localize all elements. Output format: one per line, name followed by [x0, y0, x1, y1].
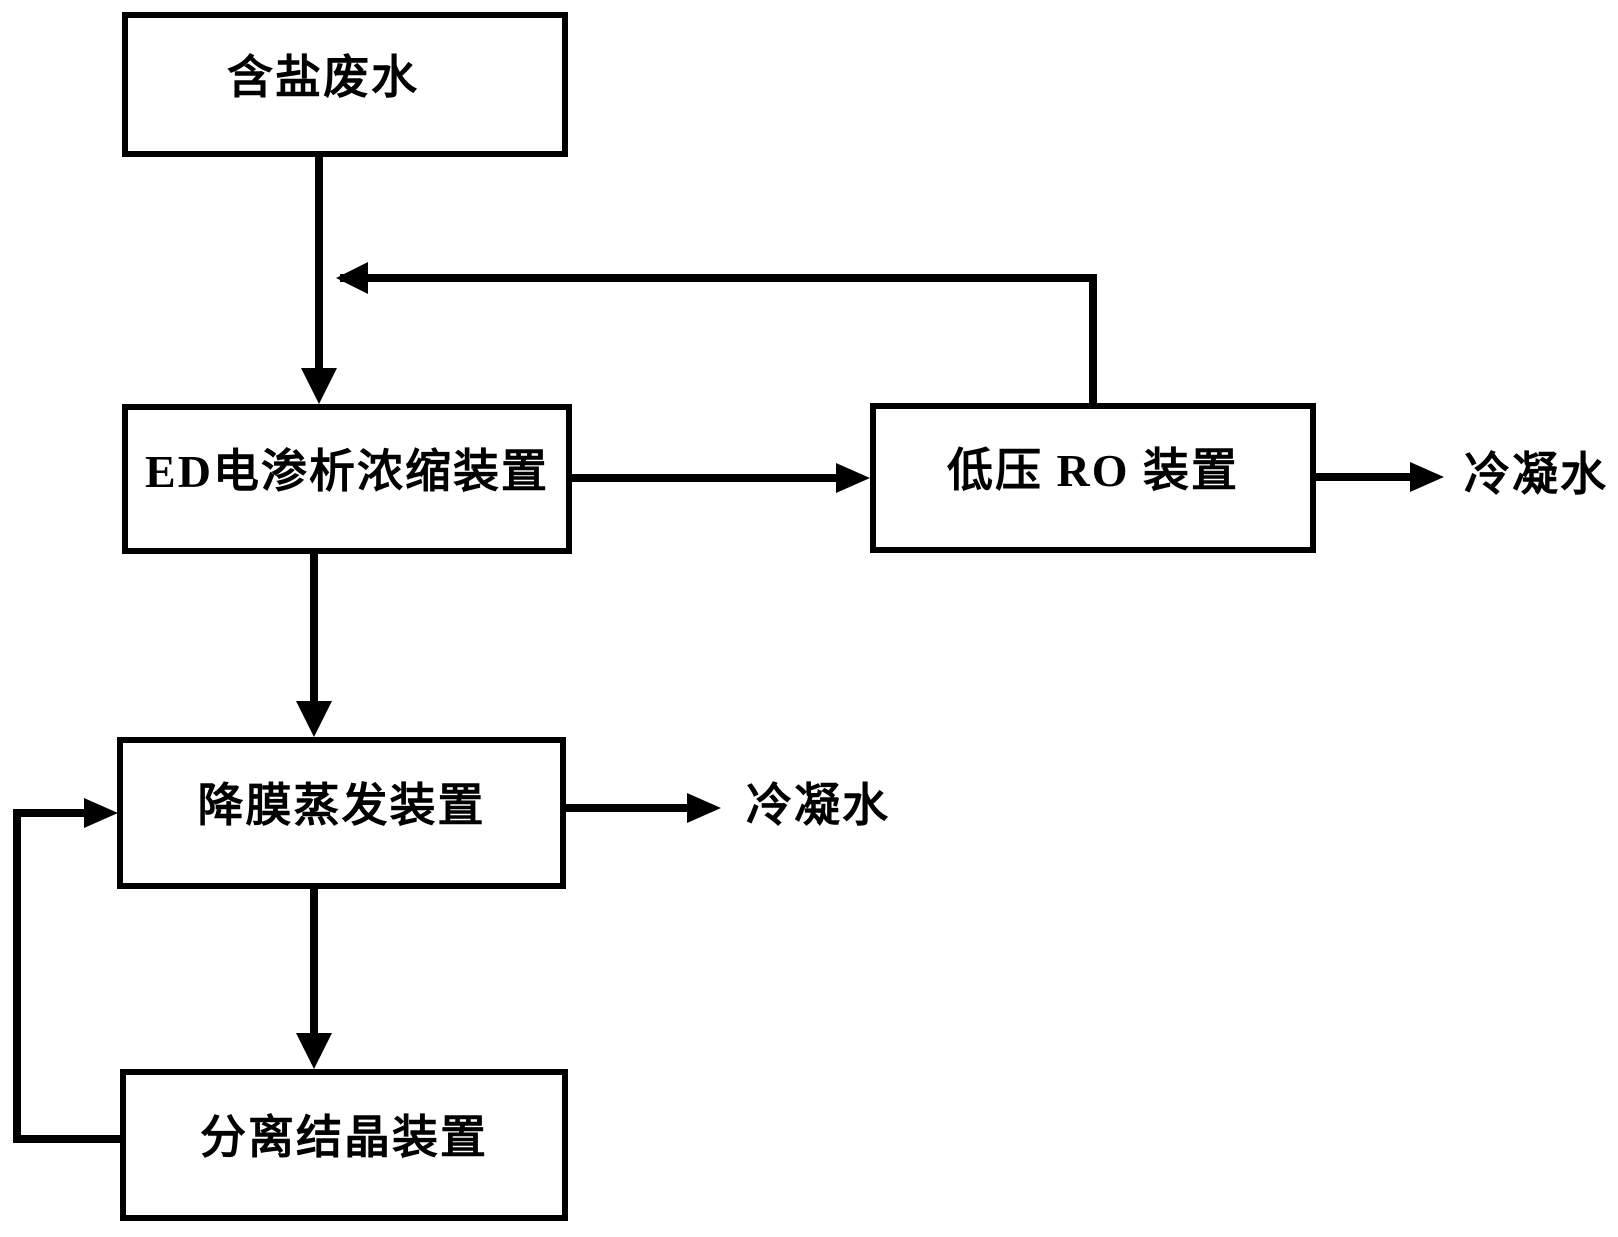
label-condensate-ro: 冷凝水: [1464, 449, 1608, 500]
node-falling-film-evaporator: 降膜蒸发装置: [117, 737, 566, 889]
arrowhead-saline-to-ed: [301, 368, 337, 404]
flow-line-crystallizer-recycle-vertical: [13, 809, 21, 1143]
arrowhead-ed-to-evaporator: [296, 701, 332, 737]
node-low-pressure-ro-unit-label: 低压 RO 装置: [947, 445, 1239, 496]
flow-line-ro-recycle-vertical: [1089, 274, 1097, 404]
node-saline-wastewater-label: 含盐废水: [227, 51, 419, 103]
flow-line-ro-to-condensate: [1313, 473, 1413, 481]
arrowhead-ed-to-ro: [836, 463, 870, 493]
node-ed-electrodialysis-unit: ED电渗析浓缩装置: [122, 404, 572, 554]
flow-line-ro-recycle-horizontal: [340, 274, 1093, 282]
node-low-pressure-ro-unit: 低压 RO 装置: [870, 403, 1316, 553]
label-condensate-evaporator: 冷凝水: [746, 780, 890, 831]
node-separation-crystallizer: 分离结晶装置: [120, 1069, 568, 1221]
flow-line-ed-to-ro: [570, 474, 838, 482]
arrowhead-evaporator-to-condensate: [687, 793, 721, 823]
node-ed-electrodialysis-unit-label: ED电渗析浓缩装置: [145, 446, 549, 497]
flow-line-evaporator-to-condensate: [563, 804, 689, 812]
node-falling-film-evaporator-label: 降膜蒸发装置: [197, 780, 486, 831]
arrowhead-evaporator-to-crystallizer: [296, 1033, 332, 1069]
arrowhead-crystallizer-recycle: [84, 798, 118, 828]
arrowhead-ro-to-condensate: [1410, 462, 1444, 492]
flow-line-crystallizer-recycle-bottom: [13, 1135, 123, 1143]
arrowhead-ro-recycle: [336, 262, 368, 294]
node-saline-wastewater: 含盐废水: [122, 12, 568, 157]
node-separation-crystallizer-label: 分离结晶装置: [200, 1112, 488, 1163]
flow-line-evaporator-to-crystallizer: [310, 886, 318, 1035]
flow-line-crystallizer-recycle-top: [13, 809, 86, 817]
flow-line-ed-to-evaporator: [310, 551, 318, 703]
flow-line-saline-to-ed: [315, 155, 323, 370]
